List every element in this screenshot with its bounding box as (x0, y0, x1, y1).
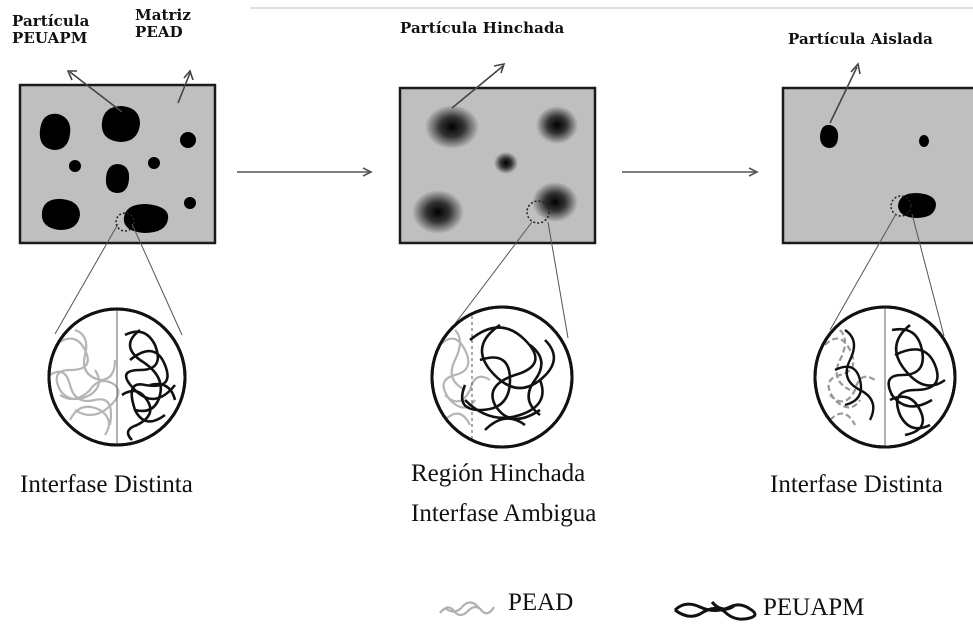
legend-peuapm-label: PEUAPM (763, 594, 865, 621)
particle (898, 193, 936, 218)
label-arrow (177, 72, 191, 104)
swollen-particle (532, 182, 578, 222)
particle (101, 106, 140, 142)
peuapm-chains (460, 323, 556, 431)
label-arrow (829, 66, 858, 124)
particle (69, 160, 81, 172)
swollen-particle (536, 106, 578, 144)
swollen-particle (494, 152, 518, 174)
caption-panel-2-line-1: Región Hinchada (411, 460, 586, 487)
label-arrow (451, 65, 504, 109)
legend-pead-label: PEAD (508, 589, 574, 616)
particle (105, 164, 130, 193)
caption-panel-3: Interfase Distinta (770, 471, 943, 498)
caption-panel-1: Interfase Distinta (20, 471, 193, 498)
label-particula-peuapm: Partícula PEUAPM (12, 12, 90, 48)
panel-3 (781, 62, 973, 449)
particle (39, 113, 71, 150)
particle (148, 157, 160, 169)
caption-panel-2-line-2: Interfase Ambigua (411, 500, 597, 527)
label-particula-aislada: Partícula Aislada (788, 30, 933, 48)
particle (180, 132, 196, 148)
swollen-particle (412, 190, 464, 234)
interface-marker (890, 195, 912, 217)
particle (820, 124, 839, 148)
peuapm-chains (834, 329, 875, 421)
legend-pead-swatch (439, 601, 495, 617)
legend-peuapm-swatch (673, 600, 757, 621)
particle (41, 198, 80, 230)
pead-chains (439, 329, 491, 426)
label-particula-hinchada: Partícula Hinchada (400, 19, 565, 37)
particle (919, 135, 929, 147)
panel-1 (18, 69, 217, 447)
label-arrow (69, 71, 123, 113)
particle (123, 204, 169, 233)
peuapm-chains (121, 328, 177, 441)
interface-marker (526, 200, 550, 224)
interface-marker (115, 212, 135, 232)
pead-chains (824, 329, 876, 426)
label-matriz-pead: Matriz PEAD (135, 6, 191, 42)
panel-2 (398, 62, 597, 449)
swollen-particle (425, 105, 479, 149)
peuapm-chains (887, 323, 946, 437)
pead-chains (49, 328, 120, 436)
matrix-box-3 (781, 86, 973, 245)
particle (184, 197, 196, 209)
